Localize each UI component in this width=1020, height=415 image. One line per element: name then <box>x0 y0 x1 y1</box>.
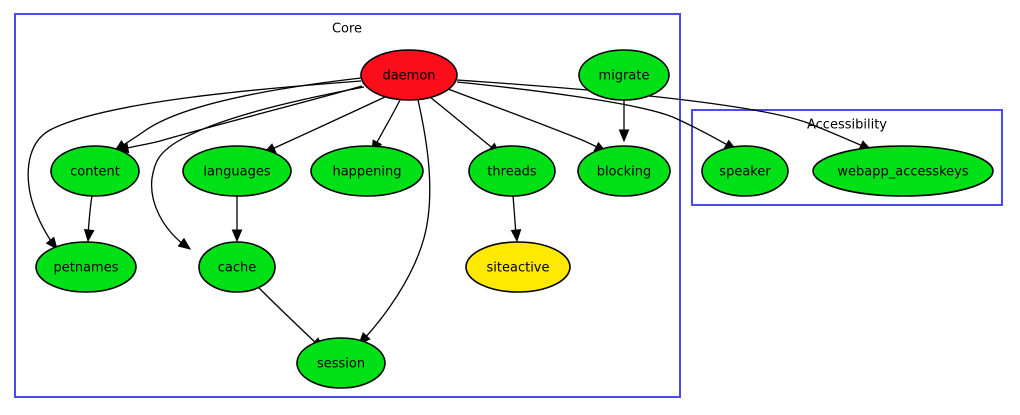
node-ellipse-speaker[interactable] <box>701 145 789 197</box>
node-ellipse-threads[interactable] <box>468 145 556 197</box>
node-ellipse-happening[interactable] <box>310 145 424 197</box>
edge-daemon-content-a <box>113 77 362 152</box>
node-layer: daemon migrate content languages happening th… <box>35 49 994 389</box>
node-session[interactable]: session <box>296 337 386 389</box>
node-label-webapp_accesskeys: webapp_accesskeys <box>837 165 968 180</box>
node-daemon[interactable]: daemon <box>360 49 458 101</box>
node-label-happening: happening <box>332 165 401 180</box>
edge-daemon-happening <box>371 99 401 154</box>
node-label-blocking: blocking <box>597 165 652 180</box>
edge-line-daemon-threads <box>429 96 496 151</box>
edge-line-daemon-webapp <box>456 79 866 148</box>
cluster-label-core: Core <box>332 22 362 37</box>
node-siteactive[interactable]: siteactive <box>465 241 571 293</box>
node-ellipse-blocking[interactable] <box>577 145 671 197</box>
edge-daemon-cache <box>150 86 365 250</box>
cluster-accessibility: Accessibility <box>691 109 1003 206</box>
edge-daemon-content-b <box>115 85 363 154</box>
cluster-label-backdrop-core <box>327 20 367 38</box>
edge-arrowhead-threads-siteactive <box>510 229 522 243</box>
node-ellipse-webapp_accesskeys[interactable] <box>812 145 994 197</box>
node-label-threads: threads <box>487 165 537 180</box>
node-ellipse-cache[interactable] <box>198 241 276 293</box>
node-ellipse-petnames[interactable] <box>35 241 137 293</box>
node-webapp_accesskeys[interactable]: webapp_accesskeys <box>812 145 994 197</box>
edge-line-daemon-blocking <box>447 88 602 150</box>
edge-languages-cache <box>231 196 243 243</box>
edge-arrowhead-daemon-petnames <box>45 236 58 251</box>
node-ellipse-content[interactable] <box>50 145 140 197</box>
edge-line-cache-session <box>258 287 319 346</box>
node-ellipse-migrate[interactable] <box>578 49 670 101</box>
node-label-cache: cache <box>218 261 257 276</box>
edge-line-daemon-content-a <box>118 77 362 149</box>
node-happening[interactable]: happening <box>310 145 424 197</box>
edge-line-daemon-petnames <box>27 80 362 245</box>
node-threads[interactable]: threads <box>468 145 556 197</box>
edge-arrowhead-languages-cache <box>231 229 243 243</box>
node-migrate[interactable]: migrate <box>578 49 670 101</box>
node-ellipse-siteactive[interactable] <box>465 241 571 293</box>
node-ellipse-session[interactable] <box>296 337 386 389</box>
edge-line-daemon-languages <box>269 96 386 151</box>
edge-line-daemon-content-b <box>123 85 363 150</box>
edge-daemon-languages <box>262 96 386 154</box>
cluster-label-backdrop-accessibility <box>791 116 903 134</box>
edge-line-daemon-session <box>363 99 431 340</box>
cluster-box-accessibility <box>691 109 1003 206</box>
edge-daemon-session <box>358 99 431 345</box>
node-label-languages: languages <box>203 165 271 180</box>
node-ellipse-daemon[interactable] <box>360 49 458 101</box>
node-label-petnames: petnames <box>54 261 119 276</box>
edge-daemon-threads <box>429 96 502 155</box>
node-petnames[interactable]: petnames <box>35 241 137 293</box>
node-content[interactable]: content <box>50 145 140 197</box>
edge-cache-session <box>258 287 324 350</box>
node-label-speaker: speaker <box>719 165 771 180</box>
edge-line-daemon-speaker <box>456 81 732 148</box>
node-label-migrate: migrate <box>599 69 650 84</box>
node-languages[interactable]: languages <box>182 145 292 197</box>
edge-arrowhead-daemon-cache <box>177 237 192 250</box>
edge-line-daemon-cache <box>150 86 365 245</box>
edge-arrowhead-migrate-blocking <box>618 129 630 143</box>
node-cache[interactable]: cache <box>198 241 276 293</box>
edge-line-content-petnames <box>87 195 93 236</box>
node-label-daemon: daemon <box>382 69 435 84</box>
edge-daemon-petnames <box>27 80 362 251</box>
node-label-content: content <box>70 165 120 180</box>
edge-line-threads-siteactive <box>512 195 517 236</box>
edge-migrate-blocking <box>618 99 630 143</box>
edge-arrowhead-content-petnames <box>83 229 95 243</box>
node-speaker[interactable]: speaker <box>701 145 789 197</box>
cluster-box-core <box>14 13 681 398</box>
edge-threads-siteactive <box>510 195 522 243</box>
edge-daemon-blocking <box>447 88 608 153</box>
edge-layer <box>27 77 873 350</box>
cluster-core: Core <box>14 13 681 398</box>
node-blocking[interactable]: blocking <box>577 145 671 197</box>
cluster-label-accessibility: Accessibility <box>807 118 887 133</box>
node-ellipse-languages[interactable] <box>182 145 292 197</box>
edge-content-petnames <box>83 195 95 243</box>
node-label-session: session <box>317 357 365 372</box>
edge-line-daemon-happening <box>374 99 401 147</box>
node-label-siteactive: siteactive <box>487 261 550 276</box>
